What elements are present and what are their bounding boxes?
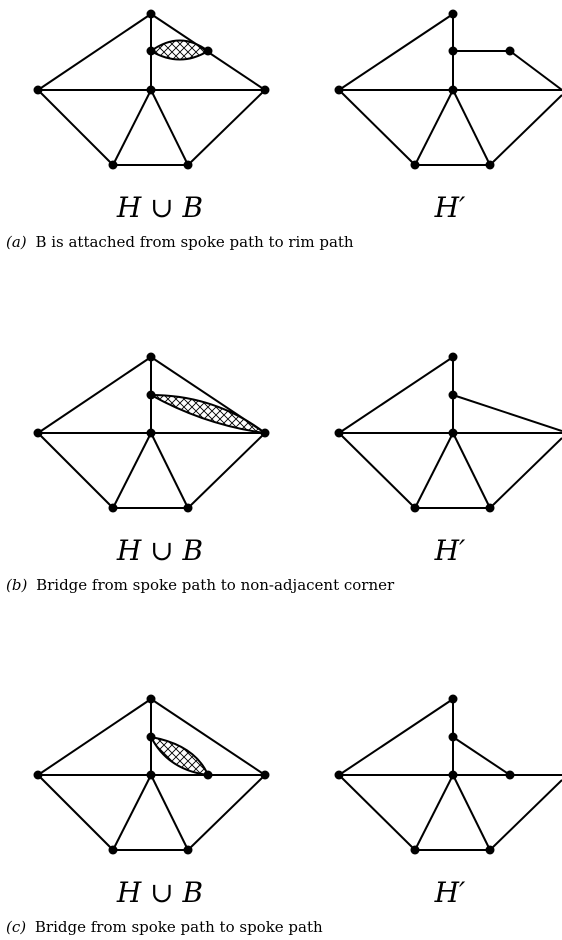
graph-h-union-b-vertices xyxy=(33,694,270,855)
caption-tag: (c) xyxy=(6,918,26,936)
bridge-b xyxy=(149,735,210,777)
graph-h-prime-vertices xyxy=(334,694,515,855)
label-h-union-b: H ∪ B xyxy=(116,191,203,224)
panel-a: H ∪ B H′ (a) B is attached from spoke pa… xyxy=(6,9,562,251)
panel-b: H ∪ B H′ (b) Bridge from spoke path to n… xyxy=(6,352,562,594)
panel-c: H ∪ B H′ (c) Bridge from spoke path to s… xyxy=(6,694,562,936)
graph-h-union-b xyxy=(37,356,269,509)
label-h-prime: H′ xyxy=(434,534,466,567)
label-h-union-b: H ∪ B xyxy=(116,534,203,567)
graph-h-prime-vertices xyxy=(334,352,495,513)
label-h-prime: H′ xyxy=(434,876,466,909)
graph-h-prime xyxy=(338,13,562,166)
label-h-union-b: H ∪ B xyxy=(116,876,203,909)
caption-b: (b) Bridge from spoke path to non-adjace… xyxy=(6,576,395,594)
caption-text: Bridge from spoke path to spoke path xyxy=(35,918,323,936)
caption-text: B is attached from spoke path to rim pat… xyxy=(35,233,353,251)
bridge-b xyxy=(149,39,210,61)
label-h-prime: H′ xyxy=(434,191,466,224)
caption-tag: (a) xyxy=(6,233,27,251)
caption-text: Bridge from spoke path to non-adjacent c… xyxy=(36,576,395,594)
caption-a: (a) B is attached from spoke path to rim… xyxy=(6,233,354,251)
graph-h-union-b-vertices xyxy=(33,352,270,513)
caption-c: (c) Bridge from spoke path to spoke path xyxy=(6,918,323,936)
graph-h-prime-vertices xyxy=(334,9,515,170)
caption-tag: (b) xyxy=(6,576,27,594)
graph-h-union-b-vertices xyxy=(33,9,270,170)
bridge-b xyxy=(147,393,269,435)
